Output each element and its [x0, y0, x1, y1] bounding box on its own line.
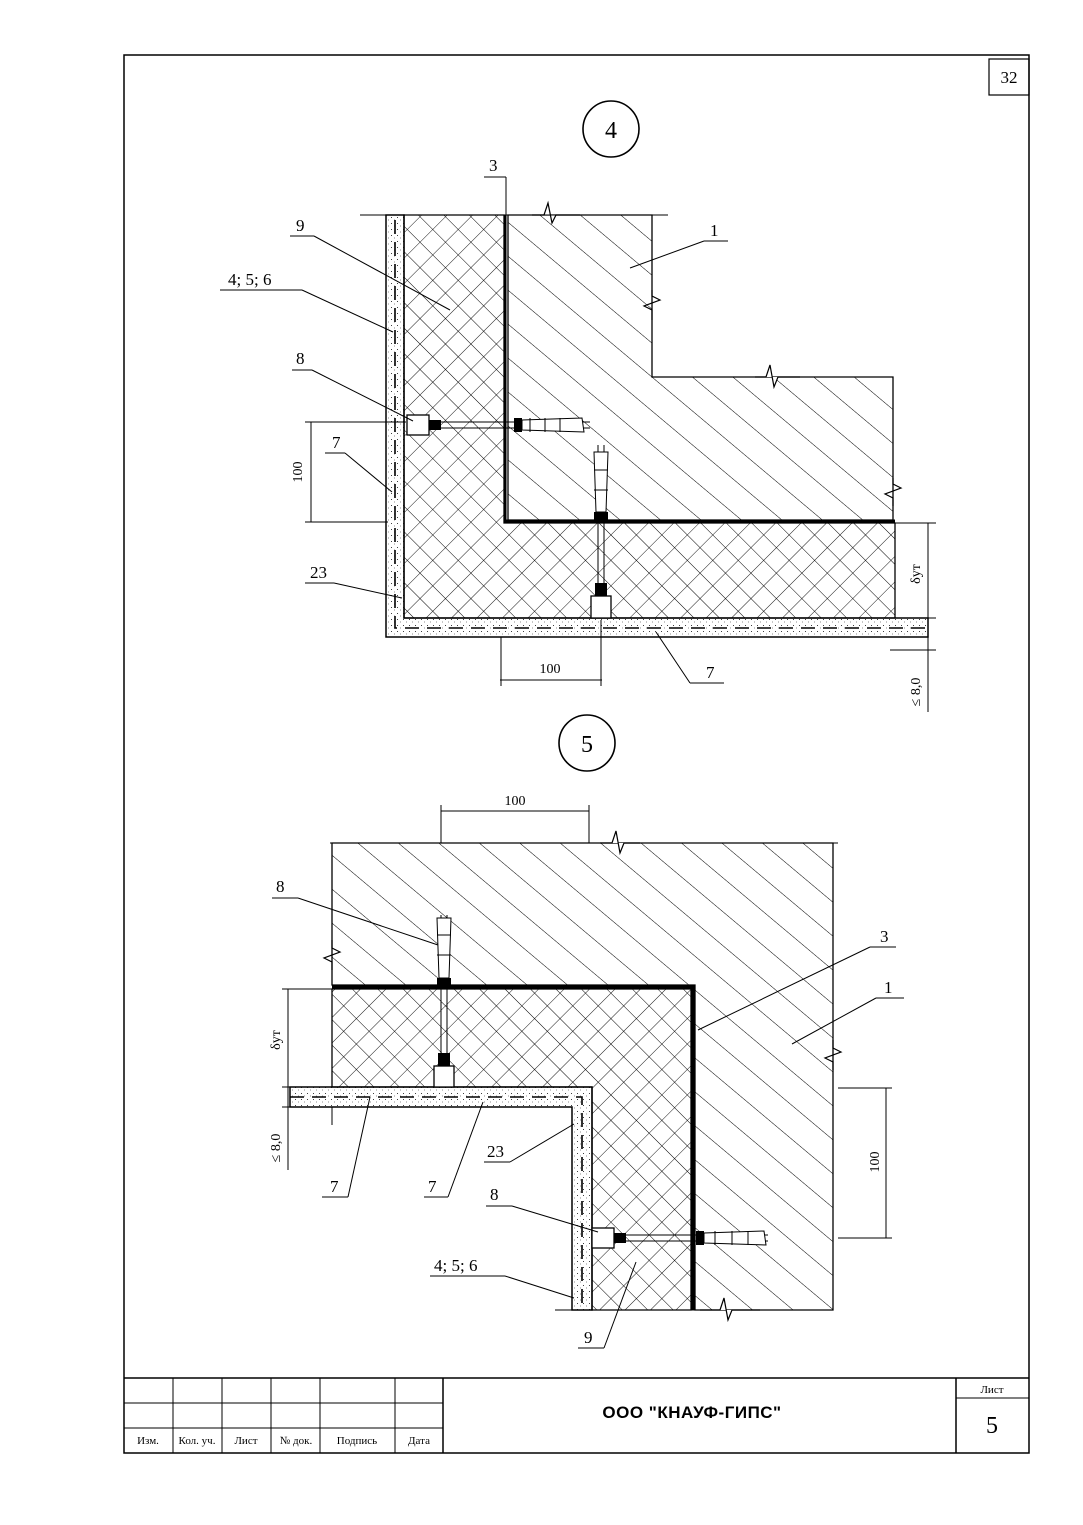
- sheet-label: Лист: [980, 1384, 1003, 1396]
- break-mark: [322, 940, 342, 970]
- label-7b: 7: [706, 663, 715, 682]
- break-mark: [883, 478, 903, 506]
- break-mark: [823, 1040, 843, 1070]
- label-7b: 7: [428, 1177, 437, 1196]
- detail-4-number: 4: [605, 118, 617, 144]
- tb-header-sign: Подпись: [337, 1435, 377, 1447]
- sheet-frame: [123, 54, 1030, 1454]
- tb-header-izm: Изм.: [137, 1435, 159, 1447]
- detail-5: 5: [269, 714, 904, 1349]
- anchor-8-vertical: [433, 915, 455, 1088]
- leader: [655, 631, 691, 684]
- break-mark: [755, 364, 800, 390]
- dim-h100: 100: [540, 662, 561, 677]
- detail-5-marker: [558, 714, 616, 772]
- insulation-9: [331, 988, 692, 1311]
- anchor-8-horizontal: [591, 1227, 768, 1249]
- page-number: 32: [1001, 68, 1018, 87]
- label-8: 8: [276, 877, 285, 896]
- title-block: Изм. Кол. уч. Лист № док. Подпись Дата О…: [124, 1377, 1029, 1453]
- label-1: 1: [884, 978, 893, 997]
- dim-le8: ≤ 8,0: [269, 1134, 284, 1163]
- dim-v100: 100: [291, 462, 306, 483]
- leader: [313, 235, 451, 311]
- break-mark: [600, 830, 640, 856]
- label-8b: 8: [490, 1185, 499, 1204]
- leader: [333, 582, 403, 599]
- label-7a: 7: [330, 1177, 339, 1196]
- dim-h100: 100: [505, 794, 526, 809]
- label-9: 9: [296, 216, 305, 235]
- label-3: 3: [489, 156, 498, 175]
- tb-header-doc: № док.: [280, 1435, 313, 1447]
- break-mark: [642, 290, 662, 320]
- leader: [301, 289, 394, 333]
- page-number-box: [988, 58, 1030, 96]
- label-1: 1: [710, 221, 719, 240]
- primer-layer-3: [503, 215, 895, 523]
- leader: [504, 1275, 575, 1299]
- anchor-8-horizontal: [406, 414, 590, 436]
- leader: [311, 369, 414, 422]
- leader: [791, 997, 877, 1045]
- leader: [344, 452, 393, 493]
- dim-v100: 100: [868, 1152, 883, 1173]
- dim-le8: ≤ 8,0: [909, 678, 924, 707]
- leader: [447, 1101, 484, 1198]
- primer-layer-3: [332, 985, 695, 1310]
- leader: [347, 1096, 371, 1198]
- label-9: 9: [584, 1328, 593, 1347]
- label-4-5-6: 4; 5; 6: [228, 270, 271, 289]
- tb-header-kol: Кол. уч.: [179, 1435, 216, 1447]
- label-8: 8: [296, 349, 305, 368]
- tb-header-date: Дата: [408, 1435, 430, 1447]
- detail-4: 4: [220, 100, 936, 712]
- concrete-wall-1: [507, 214, 894, 521]
- leader: [603, 1261, 637, 1349]
- label-3: 3: [880, 927, 889, 946]
- dim-delta: δут: [269, 1030, 284, 1050]
- leader: [629, 240, 705, 269]
- leader: [697, 946, 871, 1031]
- label-23: 23: [487, 1142, 504, 1161]
- anchor-8-vertical: [590, 445, 612, 619]
- leader: [509, 1123, 575, 1163]
- label-7: 7: [332, 433, 341, 452]
- label-4-5-6: 4; 5; 6: [434, 1256, 477, 1275]
- company-name: ООО "КНАУФ-ГИПС": [602, 1403, 781, 1422]
- dim-delta: δут: [909, 564, 924, 584]
- leader: [511, 1205, 599, 1233]
- plaster-layer-23: [289, 1086, 593, 1311]
- detail-4-marker: [582, 100, 640, 158]
- label-23: 23: [310, 563, 327, 582]
- tb-header-list: Лист: [234, 1435, 257, 1447]
- break-mark: [700, 1297, 760, 1323]
- reinforcing-mesh-7: [290, 1096, 583, 1305]
- sheet-number: 5: [986, 1413, 998, 1439]
- leader: [297, 897, 439, 946]
- reinforcing-mesh-7: [394, 220, 928, 629]
- detail-5-number: 5: [581, 732, 593, 758]
